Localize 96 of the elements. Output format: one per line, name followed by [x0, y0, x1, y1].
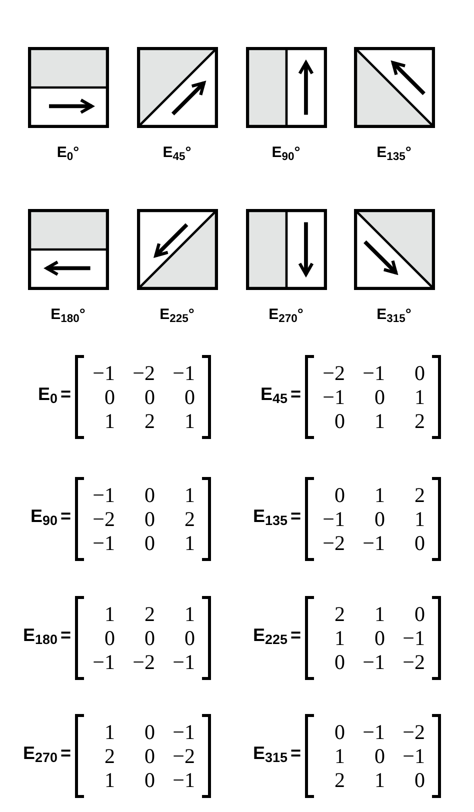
matrix-entry: 1: [374, 602, 385, 626]
matrix-entry: 0: [374, 385, 385, 409]
matrix-entry: 1: [414, 507, 425, 531]
matrix-entry: 0: [144, 626, 155, 650]
matrix-entry: −1: [172, 361, 195, 385]
matrix-entry: −1: [172, 720, 195, 744]
matrix-entry: −1: [362, 650, 385, 674]
matrix-entry: 1: [104, 602, 115, 626]
matrix-entry: −2: [322, 361, 345, 385]
matrix-entry: 1: [184, 483, 195, 507]
matrix-entry: 1: [104, 720, 115, 744]
matrix-entry: 0: [104, 626, 115, 650]
matrix-entry: 2: [414, 483, 425, 507]
matrix-entry: 0: [144, 720, 155, 744]
equals-sign: =: [290, 385, 301, 403]
matrix-entry: 0: [414, 602, 425, 626]
matrix-entry: 2: [334, 602, 345, 626]
matrix-name: E$_{270}$: [22, 744, 58, 762]
matrix-entry: −1: [172, 768, 195, 792]
direction-caption: E$_{225}$°: [160, 307, 194, 322]
matrix-entry: −2: [132, 650, 155, 674]
matrix-entry: 0: [334, 720, 345, 744]
direction-caption: E$_{180}$°: [50, 307, 86, 322]
matrix-entry: −1: [402, 744, 425, 768]
matrix-entry: 1: [104, 768, 115, 792]
matrix-entry: −1: [402, 626, 425, 650]
matrix-entry: −1: [172, 650, 195, 674]
matrix-entry: 1: [334, 744, 345, 768]
matrix-entry: 2: [414, 409, 425, 433]
matrix-entry: −2: [92, 507, 115, 531]
direction-caption: E$_{45}$°: [162, 145, 192, 160]
matrix-entry: 1: [334, 626, 345, 650]
matrix-name: E$_{0}$: [38, 385, 58, 403]
matrix-entry: −1: [362, 361, 385, 385]
matrix-name: E$_{45}$: [260, 385, 288, 403]
matrix-entry: 0: [374, 507, 385, 531]
equals-sign: =: [290, 507, 301, 525]
matrix-entry: −1: [322, 507, 345, 531]
matrix-entry: 0: [414, 768, 425, 792]
matrix-name: E$_{225}$: [252, 626, 288, 644]
matrix-entry: 1: [374, 483, 385, 507]
equals-sign: =: [290, 626, 301, 644]
equals-sign: =: [60, 385, 71, 403]
matrix-entry: 0: [144, 385, 155, 409]
matrix-entry: −1: [92, 650, 115, 674]
matrix-entry: −1: [92, 483, 115, 507]
matrix-entry: 1: [414, 385, 425, 409]
matrix-entry: 1: [184, 602, 195, 626]
matrix-entry: 1: [184, 531, 195, 555]
matrix-entry: −2: [172, 744, 195, 768]
matrix-name: E$_{315}$: [252, 744, 288, 762]
matrix-entry: 0: [374, 626, 385, 650]
matrix-entry: −1: [92, 531, 115, 555]
direction-caption: E$_{135}$°: [376, 145, 412, 160]
equals-sign: =: [60, 507, 71, 525]
matrix-entry: 2: [334, 768, 345, 792]
matrix-entry: 0: [374, 744, 385, 768]
matrix-entry: 2: [184, 507, 195, 531]
matrix-entry: 0: [414, 361, 425, 385]
matrix-entry: −1: [92, 361, 115, 385]
matrix-entry: 0: [104, 385, 115, 409]
matrix-entry: 1: [374, 409, 385, 433]
matrix-entry: −1: [362, 720, 385, 744]
matrix-entry: −2: [402, 650, 425, 674]
equals-sign: =: [290, 744, 301, 762]
matrix-entry: 0: [184, 385, 195, 409]
direction-caption: E$_{0}$°: [56, 145, 80, 160]
matrix-entry: −1: [322, 385, 345, 409]
matrix-entry: 0: [184, 626, 195, 650]
matrix-entry: 0: [144, 483, 155, 507]
matrix-entry: −2: [402, 720, 425, 744]
matrix-name: E$_{90}$: [30, 507, 58, 525]
direction-caption: E$_{90}$°: [272, 145, 300, 160]
matrix-entry: −2: [322, 531, 345, 555]
matrix-entry: 1: [104, 409, 115, 433]
matrix-entry: 0: [334, 650, 345, 674]
matrix-entry: 1: [374, 768, 385, 792]
matrix-entry: 0: [414, 531, 425, 555]
equals-sign: =: [60, 744, 71, 762]
matrix-entry: 0: [144, 744, 155, 768]
matrix-name: E$_{135}$: [252, 507, 288, 525]
matrix-entry: 1: [184, 409, 195, 433]
direction-caption: E$_{315}$°: [376, 307, 412, 322]
matrix-entry: 0: [144, 768, 155, 792]
matrix-entry: −2: [132, 361, 155, 385]
matrix-entry: 0: [144, 531, 155, 555]
matrix-name: E$_{180}$: [22, 626, 58, 644]
matrix-entry: 0: [334, 483, 345, 507]
matrix-entry: 0: [144, 507, 155, 531]
matrix-entry: −1: [362, 531, 385, 555]
equals-sign: =: [60, 626, 71, 644]
matrix-entry: 2: [144, 602, 155, 626]
matrix-entry: 0: [334, 409, 345, 433]
matrix-entry: 2: [104, 744, 115, 768]
matrix-entry: 2: [144, 409, 155, 433]
direction-caption: E$_{270}$°: [268, 307, 304, 322]
